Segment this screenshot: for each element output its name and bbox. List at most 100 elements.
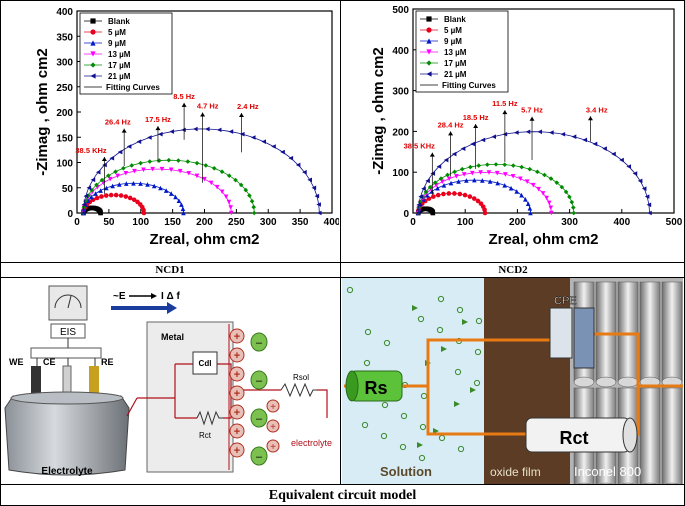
legend-marker: [90, 73, 96, 79]
cation-sign: +: [234, 331, 240, 343]
data-point: [89, 194, 94, 200]
data-point: [177, 168, 183, 174]
flow-arrow-icon: [412, 305, 418, 311]
electrolyte-label: electrolyte: [291, 438, 332, 448]
x-axis-label: Zreal, ohm cm2: [149, 231, 259, 248]
legend-label: 9 µM: [444, 37, 462, 46]
annotation-arrow: [587, 116, 593, 121]
frequency-label: 11.5 Hz: [492, 99, 518, 108]
particle-icon: [456, 306, 464, 314]
frequency-label: 38.5 KHz: [404, 142, 436, 151]
data-point: [123, 170, 129, 176]
fitting-curve: [83, 128, 320, 214]
data-point: [445, 172, 450, 178]
data-point: [644, 194, 650, 199]
data-point: [93, 191, 98, 196]
legend-label: Fitting Curves: [106, 83, 160, 92]
x-tick-label: 0: [410, 217, 416, 228]
particle-icon: [380, 432, 388, 440]
data-point: [459, 166, 465, 172]
data-point: [104, 185, 109, 191]
rod-end: [643, 482, 657, 484]
data-point: [216, 127, 222, 133]
data-point: [431, 194, 436, 199]
data-point: [113, 169, 118, 175]
x-tick-label: 100: [457, 217, 474, 228]
frequency-label: 38.5 KHz: [75, 146, 107, 155]
eis-label: EIS: [60, 327, 76, 338]
data-point: [554, 180, 560, 185]
data-point: [251, 210, 257, 216]
data-point: [548, 205, 554, 211]
legend-label: 21 µM: [108, 72, 131, 81]
eis-cell-circuit-diagram: EIS WE CE RE Electrolyte ~E I Δ f Metal …: [4, 285, 332, 477]
data-point: [647, 210, 652, 216]
data-point: [518, 176, 523, 182]
particle-icon: [361, 421, 369, 429]
anion-sign: –: [256, 337, 263, 349]
data-point: [487, 179, 493, 184]
y-tick-label: 350: [56, 32, 73, 43]
data-point: [460, 146, 466, 151]
row-divider-2: [0, 277, 685, 278]
anion-icon: [250, 446, 268, 466]
cdl-capacitor: [192, 351, 218, 375]
flow-arrow-icon: [462, 319, 468, 325]
x-tick-label: 200: [509, 217, 526, 228]
data-point: [480, 178, 485, 183]
data-point: [467, 194, 473, 199]
data-point: [429, 189, 435, 194]
legend-marker: [426, 38, 432, 44]
data-point: [510, 173, 516, 179]
cation-icon: [266, 439, 280, 453]
data-point: [202, 176, 207, 182]
data-point: [138, 160, 143, 166]
signal-arrow-icon: [111, 306, 167, 310]
data-point: [233, 177, 238, 183]
data-point: [180, 206, 186, 212]
data-point: [208, 180, 214, 186]
x-tick-label: 300: [561, 217, 578, 228]
data-point: [582, 137, 588, 143]
cpe-element: [549, 307, 573, 359]
data-point: [519, 192, 524, 198]
data-point: [493, 162, 499, 167]
data-point: [567, 194, 572, 200]
y-tick-label: 250: [56, 83, 73, 94]
data-point: [425, 178, 430, 184]
legend-label: 13 µM: [444, 48, 467, 57]
anion-sign: –: [256, 413, 263, 425]
flow-arrow-icon: [470, 387, 476, 393]
rct-resistor-icon: [196, 410, 223, 426]
particle-icon: [399, 443, 407, 451]
particle-icon: [474, 348, 482, 356]
data-point: [90, 177, 96, 183]
data-point: [486, 170, 492, 175]
data-point: [163, 188, 169, 193]
data-point: [99, 194, 104, 199]
data-point: [475, 198, 481, 204]
data-point: [415, 210, 421, 216]
data-point: [117, 182, 122, 187]
flow-arrow-icon: [441, 346, 447, 352]
y-tick-label: 500: [392, 5, 409, 16]
data-point: [151, 183, 157, 189]
data-point: [150, 166, 155, 172]
legend-marker: [90, 18, 96, 24]
data-point: [514, 130, 519, 135]
data-point: [98, 210, 103, 216]
legend-label: 21 µM: [444, 70, 467, 79]
particle-icon: [436, 326, 444, 334]
data-point: [108, 192, 114, 198]
y-tick-label: 150: [56, 133, 73, 144]
data-point: [186, 170, 192, 176]
data-point: [316, 202, 321, 207]
anion-sign: –: [256, 451, 263, 463]
data-point: [626, 164, 632, 169]
data-point: [468, 164, 473, 170]
ce-label: CE: [43, 357, 56, 367]
data-point: [131, 180, 136, 186]
cation-sign: +: [270, 442, 276, 453]
particle-icon: [419, 423, 427, 431]
we-label: WE: [9, 357, 24, 367]
